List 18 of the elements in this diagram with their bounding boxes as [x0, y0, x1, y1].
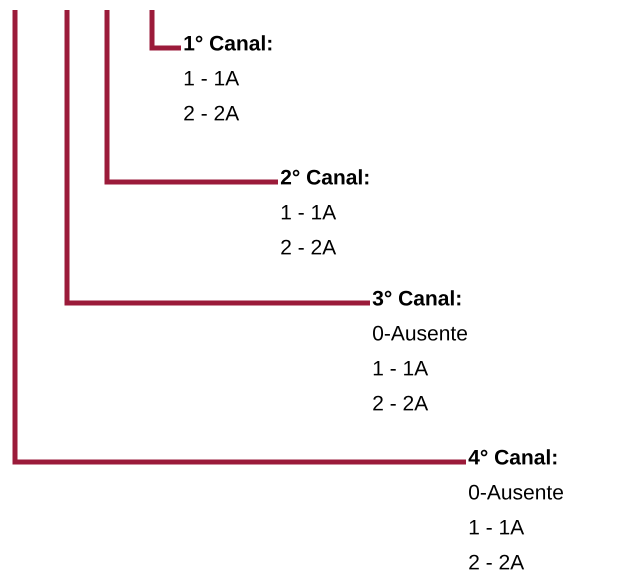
option-text: 0-Ausente: [469, 484, 563, 500]
option-text: 1 - 1A: [374, 360, 428, 376]
connector-line: [64, 10, 370, 306]
connector-line: [12, 10, 466, 464]
channel-heading: 4° Canal:: [468, 449, 556, 465]
channel-heading: 2° Canal:: [280, 169, 368, 185]
option-text: 2 - 2A: [373, 396, 428, 410]
channel-heading: 3° Canal:: [372, 290, 460, 306]
channel-heading: 1° Canal:: [184, 35, 272, 51]
option-text: 0-Ausente: [373, 326, 467, 341]
option-text: 2 - 2A: [184, 106, 240, 120]
option-text: 2 - 2A: [281, 240, 336, 254]
option-text: 1 - 1A: [184, 70, 240, 86]
connector-line: [150, 10, 181, 50]
option-text: 1 - 1A: [470, 520, 524, 534]
option-text: 2 - 2A: [469, 554, 524, 570]
option-text: 1 - 1A: [282, 204, 336, 220]
connector-line: [104, 10, 278, 184]
